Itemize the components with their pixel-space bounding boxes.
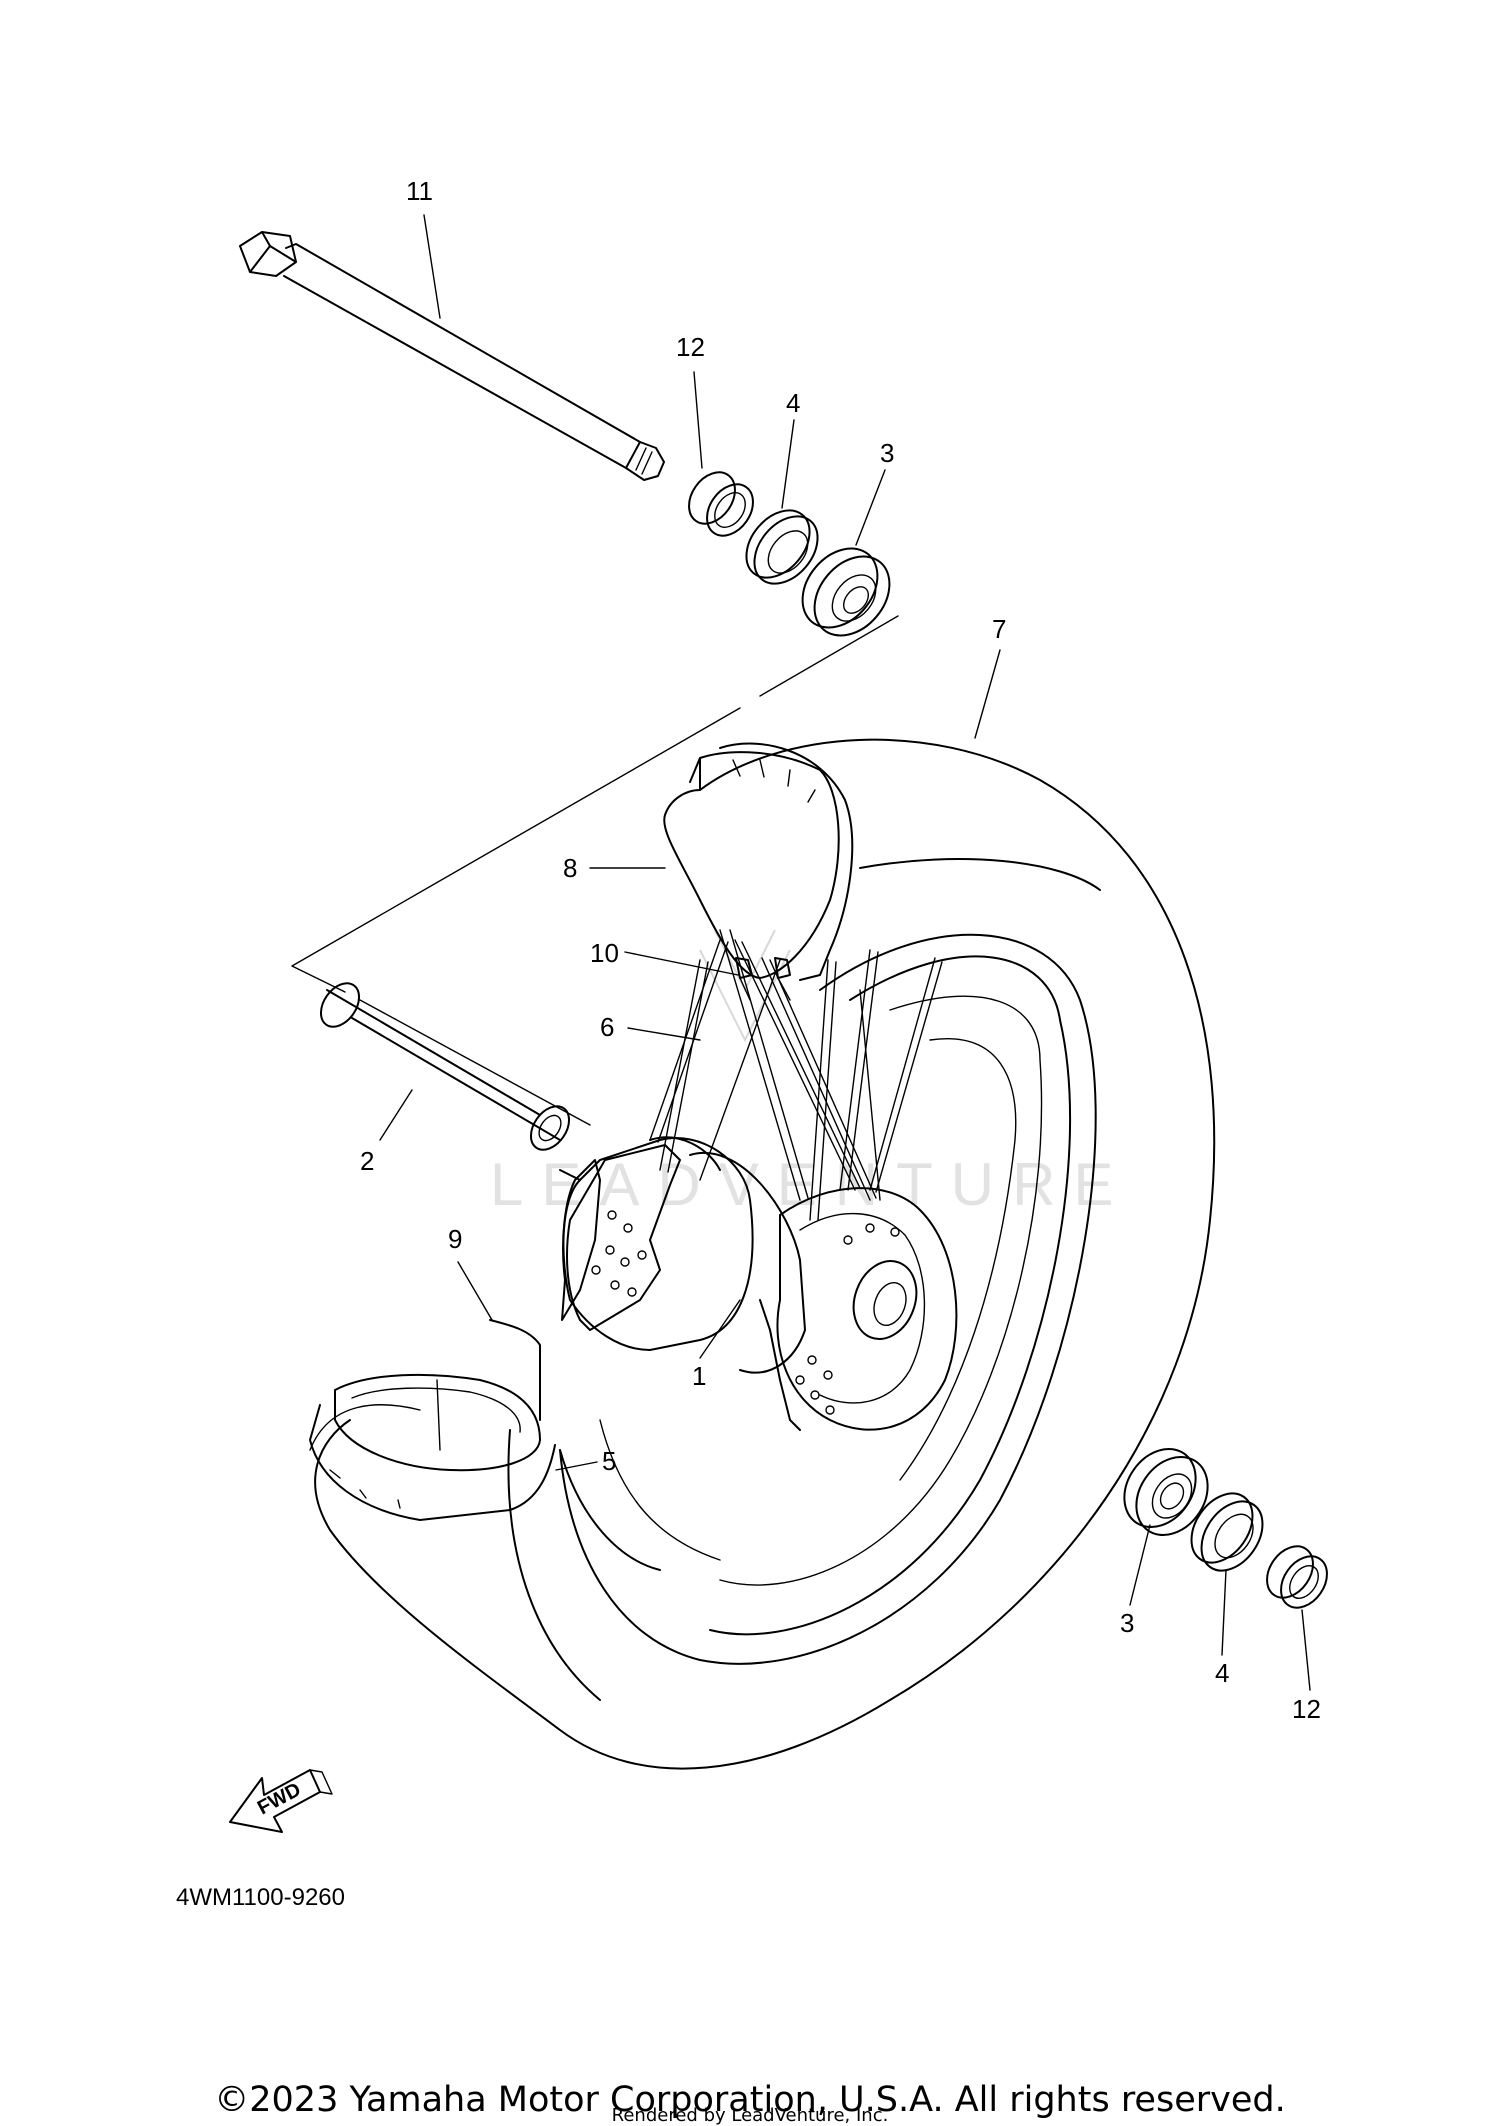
callout-valve: 10: [590, 938, 619, 968]
spacer: [319, 982, 571, 1151]
valve: [735, 957, 791, 1001]
callout-oil-seal-top: 4: [786, 388, 800, 418]
hub-flange-left: [561, 1144, 681, 1331]
callout-oil-seal-bottom: 4: [1215, 1658, 1229, 1688]
rim-band: [663, 742, 854, 981]
callout-bearing-top: 3: [880, 438, 894, 468]
collar-top: [688, 471, 754, 537]
oil-seal-top: [745, 509, 819, 585]
tube: [309, 1319, 556, 1521]
callout-spoke: 6: [600, 1012, 614, 1042]
copyright-notice: ©2023 Yamaha Motor Corporation, U.S.A. A…: [214, 2080, 1286, 2120]
callouts: 11 12 4 3 7 8 10 6 2 9 1 5 3 4 12: [360, 176, 1321, 1724]
rim: [559, 933, 1097, 1665]
rendered-by-note: Rendered by LeadVenture, Inc.: [611, 2105, 889, 2126]
spokes: [649, 929, 943, 1221]
bearing-bottom: [1123, 1448, 1209, 1536]
callout-rim-band: 8: [563, 853, 577, 883]
bearing-top: [801, 547, 891, 637]
tire: [309, 738, 1216, 1770]
callout-tube: 9: [448, 1224, 462, 1254]
callout-hub: 1: [692, 1361, 706, 1391]
assembly-guide-line: [291, 615, 899, 1126]
fwd-arrow-icon: FWD: [229, 1769, 333, 1833]
leader-lines: [379, 214, 1311, 1691]
callout-collar-bottom: 12: [1292, 1694, 1321, 1724]
callout-tire: 7: [992, 614, 1006, 644]
axle: [239, 231, 665, 481]
callout-collar-top: 12: [676, 332, 705, 362]
callout-axle: 11: [406, 176, 433, 206]
hub: [559, 1136, 958, 1431]
callout-spacer: 2: [360, 1146, 374, 1176]
collar-bottom: [1266, 1545, 1328, 1609]
callout-bearing-bottom: 3: [1120, 1608, 1134, 1638]
diagram-code: 4WM1100-9260: [176, 1884, 345, 1911]
callout-rim: 5: [602, 1446, 616, 1476]
oil-seal-bottom: [1190, 1492, 1264, 1572]
